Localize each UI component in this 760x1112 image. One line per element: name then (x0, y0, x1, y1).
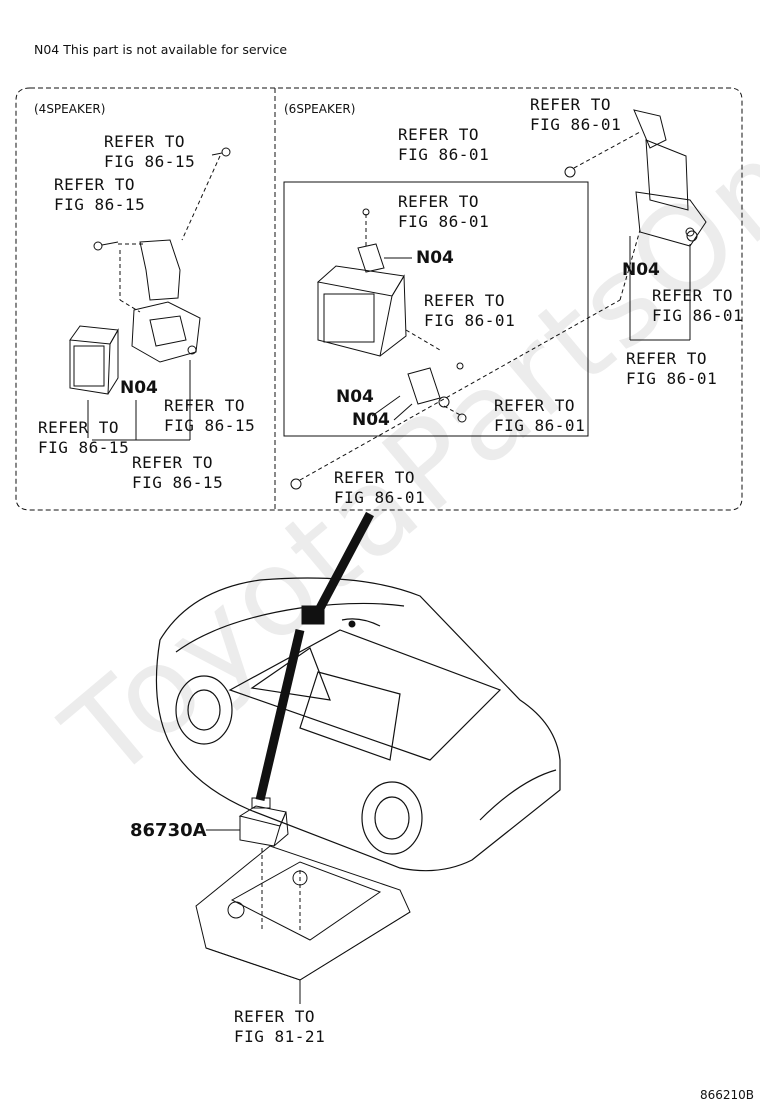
callout-refer-fig-86-01[interactable]: REFER TO FIG 86-01 (626, 349, 718, 388)
callout-refer-fig-86-15[interactable]: REFER TO FIG 86-15 (38, 418, 130, 457)
service-note: N04 This part is not available for servi… (34, 42, 288, 57)
map-lamp-assembly (195, 845, 411, 981)
callout-refer-fig-86-01[interactable]: REFER TO FIG 86-01 (652, 286, 744, 325)
leaders-4speaker (87, 360, 191, 441)
callout-refer-fig-86-15[interactable]: REFER TO FIG 86-15 (104, 132, 196, 171)
code-n04: N04 (416, 248, 454, 268)
guide-lines-4speaker (118, 155, 221, 313)
car-outline (155, 577, 561, 872)
code-n04: N04 (336, 387, 374, 407)
guide-lines-bottom (261, 848, 301, 930)
callout-refer-fig-86-01[interactable]: REFER TO FIG 86-01 (398, 125, 490, 164)
amplifier-4speaker (69, 325, 119, 395)
code-n04: N04 (622, 260, 660, 280)
leaders-6speaker (371, 236, 691, 421)
bolts-4speaker (93, 147, 231, 355)
part-number-86730a[interactable]: 86730A (130, 820, 207, 841)
module-86730a (238, 797, 289, 847)
callout-refer-fig-86-01[interactable]: REFER TO FIG 86-01 (424, 291, 516, 330)
amplifier-group-box (283, 181, 589, 437)
callout-refer-fig-86-15[interactable]: REFER TO FIG 86-15 (54, 175, 146, 214)
callout-refer-fig-86-15[interactable]: REFER TO FIG 86-15 (164, 396, 256, 435)
callout-refer-fig-81-21[interactable]: REFER TO FIG 81-21 (234, 1007, 326, 1046)
bolts-6speaker (290, 166, 576, 490)
code-n04: N04 (352, 410, 390, 430)
document-id: 866210B (699, 1088, 754, 1102)
callout-refer-fig-86-01[interactable]: REFER TO FIG 86-01 (530, 95, 622, 134)
callout-refer-fig-86-01[interactable]: REFER TO FIG 86-01 (398, 192, 490, 231)
bracket-4speaker (131, 239, 201, 363)
bracket-6speaker (633, 109, 707, 247)
panel-title-4speaker: (4SPEAKER) (34, 102, 106, 116)
callout-refer-fig-86-01[interactable]: REFER TO FIG 86-01 (494, 396, 586, 435)
callout-refer-fig-86-15[interactable]: REFER TO FIG 86-15 (132, 453, 224, 492)
amplifier-6speaker (316, 243, 450, 408)
panel-frame (15, 87, 743, 511)
location-leaders (255, 511, 374, 802)
panel-title-6speaker: (6SPEAKER) (284, 102, 356, 116)
callout-refer-fig-86-01[interactable]: REFER TO FIG 86-01 (334, 468, 426, 507)
code-n04: N04 (120, 378, 158, 398)
